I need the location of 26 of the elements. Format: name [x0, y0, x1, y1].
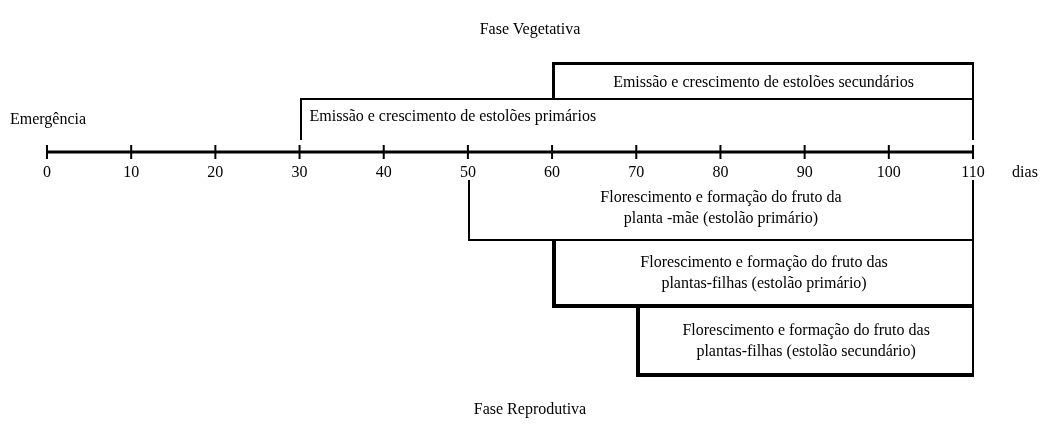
phase-bracket	[299, 98, 974, 140]
tick-label: 40	[375, 163, 392, 181]
tick-label: 100	[876, 163, 901, 181]
tick-label: 20	[207, 163, 224, 181]
phase-label: Florescimento e formação do fruto das plantas-filhas (estolão secundário)	[681, 320, 931, 361]
tick-label: 80	[712, 163, 729, 181]
phase-bracket	[552, 62, 974, 98]
tick-label: 60	[544, 163, 561, 181]
phase-title: Fase Reprodutiva	[473, 400, 587, 418]
tick-label: 70	[628, 163, 645, 181]
tick-label: 10	[123, 163, 140, 181]
unit-label: dias	[1012, 163, 1038, 181]
tick-label: 30	[291, 163, 308, 181]
phase-label: Florescimento e formação do fruto das plantas-filhas (estolão primário)	[639, 252, 889, 293]
tick-label: 50	[459, 163, 476, 181]
tick-label: 0	[43, 163, 51, 181]
tick-label: 90	[796, 163, 813, 181]
phase-title: Fase Vegetativa	[479, 20, 581, 38]
phase-bracket	[636, 307, 974, 377]
tick-label: 110	[961, 163, 985, 181]
phase-bracket	[467, 180, 974, 241]
event-label: Emergência	[10, 110, 87, 128]
phase-label: Florescimento e formação do fruto da planta -mãe (estolão primário)	[599, 186, 843, 228]
phase-bracket	[552, 240, 974, 308]
phase-label: Emissão e crescimento de estolões secundários	[613, 72, 914, 92]
phase-label: Emissão e crescimento de estolões primários	[309, 105, 597, 126]
